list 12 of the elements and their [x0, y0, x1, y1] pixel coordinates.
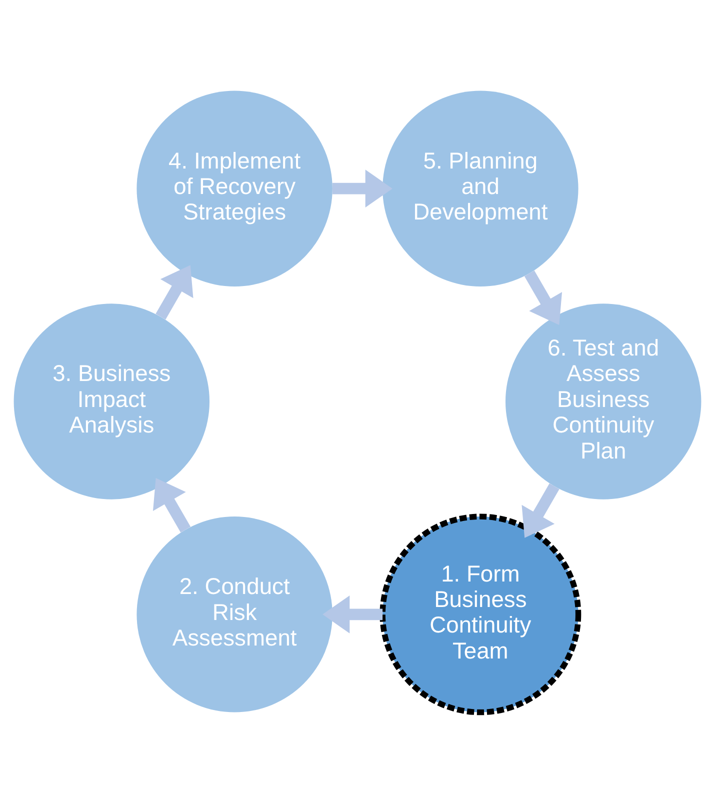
arrow — [152, 478, 191, 532]
arrow — [156, 264, 194, 320]
arrow — [524, 270, 562, 324]
node-circle: 5. Planning and Development — [382, 90, 578, 286]
node-circle: 6. Test and Assess Business Continuity Plan — [506, 303, 702, 499]
arrow — [322, 594, 383, 633]
arrow — [522, 482, 560, 538]
node-circle: 3. Business Impact Analysis — [14, 303, 210, 499]
arrow — [332, 169, 392, 208]
node-circle: 4. Implement of Recovery Strategies — [136, 90, 332, 286]
node-circle: 2. Conduct Risk Assessment — [136, 516, 332, 712]
node-circle: 1. Form Business Continuity Team — [380, 513, 582, 715]
